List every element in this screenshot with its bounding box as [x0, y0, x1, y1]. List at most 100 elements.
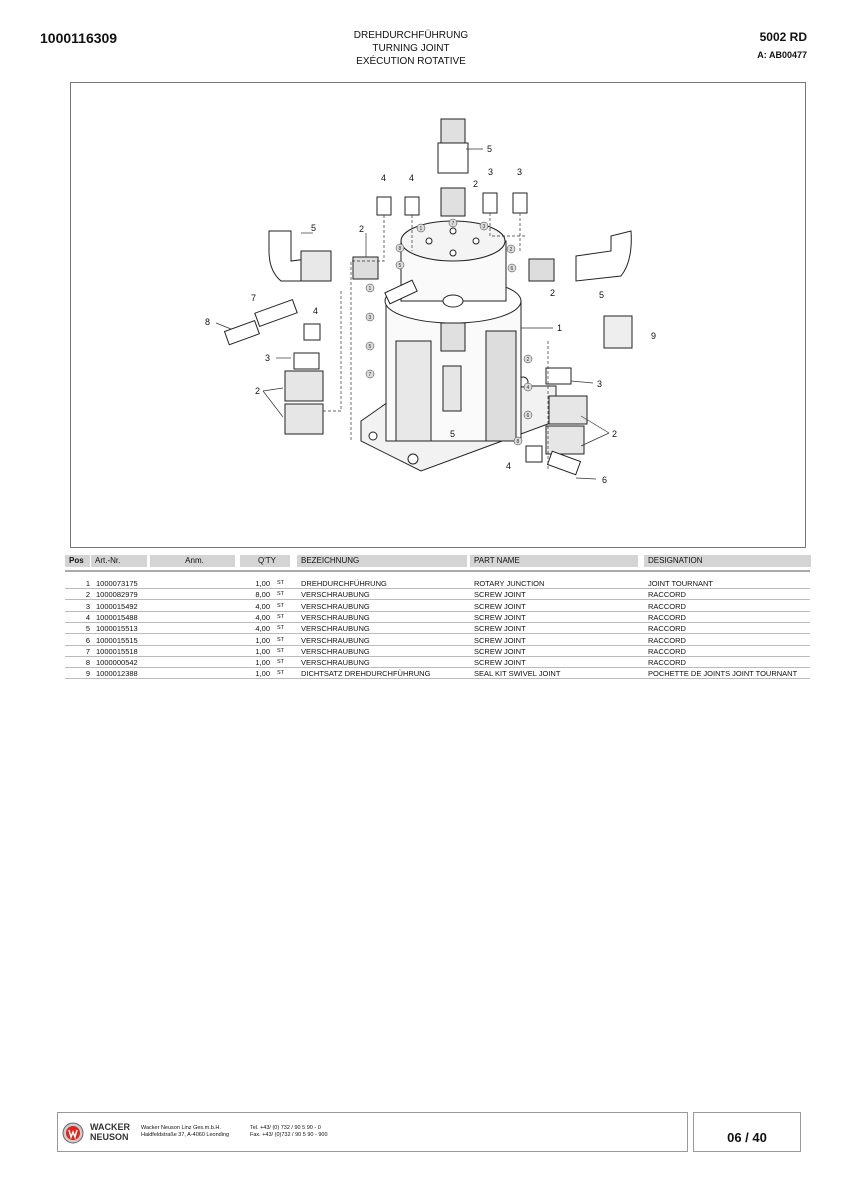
cell-des: JOINT TOURNANT: [648, 579, 714, 588]
title-de: DREHDURCHFÜHRUNG: [353, 30, 469, 41]
cell-des: POCHETTE DE JOINTS JOINT TOURNANT: [648, 669, 798, 679]
cell-qty: 1,00: [255, 579, 270, 588]
cell-pos: 4: [85, 612, 90, 622]
callout: 3: [265, 353, 270, 363]
cell-part: SCREW JOINT: [474, 646, 526, 656]
cell-des: RACCORD: [648, 624, 686, 634]
wacker-neuson-logo-icon: [62, 1122, 84, 1144]
callout: 4: [381, 173, 386, 183]
callout: 3: [597, 379, 602, 389]
col-header-bez: BEZEICHNUNG: [297, 555, 467, 567]
page-number: 06 / 40: [693, 1112, 801, 1152]
small-label: 6: [527, 413, 530, 419]
cell-art: 1000000542: [96, 658, 138, 668]
callout: 3: [517, 167, 522, 177]
cell-bez: VERSCHRAUBUNG: [301, 624, 370, 634]
small-label: 2: [510, 247, 513, 253]
callout: 5: [599, 290, 604, 300]
callout: 3: [488, 167, 493, 177]
cell-des: RACCORD: [648, 658, 686, 668]
callout: 5: [487, 144, 492, 154]
col-header-anm: Anm.: [150, 555, 235, 567]
col-header-des: DESIGNATION: [644, 555, 811, 567]
cell-part: SEAL KIT SWIVEL JOINT: [474, 669, 561, 679]
cell-qty: 1,00: [255, 646, 270, 656]
small-label: 7: [452, 221, 455, 227]
cell-bez: VERSCHRAUBUNG: [301, 658, 370, 668]
cell-qty: 8,00: [255, 590, 270, 600]
cell-bez: VERSCHRAUBUNG: [301, 612, 370, 622]
table-row: 8 1000000542 1,00 ST VERSCHRAUBUNG SCREW JOIN…: [65, 657, 810, 669]
small-label: 2: [527, 357, 530, 363]
cell-unit: ST: [277, 602, 285, 609]
cell-qty: 1,00: [255, 658, 270, 668]
cell-qty: 4,00: [255, 624, 270, 634]
model-number: 5002 RD: [759, 30, 807, 44]
assembly-number: A: AB00477: [757, 50, 807, 60]
cell-pos: 5: [85, 624, 90, 634]
callout: 4: [313, 306, 318, 316]
callout: 2: [550, 288, 555, 298]
small-label: 3: [369, 315, 372, 321]
callout: 2: [612, 429, 617, 439]
callout: 2: [359, 224, 364, 234]
title-en: TURNING JOINT: [372, 43, 450, 54]
small-label: 4: [527, 385, 530, 391]
cell-unit: ST: [277, 647, 285, 654]
cell-art: 1000012388: [96, 669, 138, 679]
cell-part: SCREW JOINT: [474, 612, 526, 622]
cell-part: SCREW JOINT: [474, 635, 526, 645]
company-address: Wacker Neuson Linz Ges.m.b.H.Haidfeldstr…: [141, 1125, 230, 1138]
small-label: 8: [517, 439, 520, 445]
cell-unit: ST: [277, 613, 285, 620]
cell-bez: DREHDURCHFÜHRUNG: [301, 579, 387, 588]
col-header-part: PART NAME: [470, 555, 638, 567]
small-label: 1: [369, 286, 372, 292]
cell-des: RACCORD: [648, 635, 686, 645]
col-header-pos: Pos: [65, 555, 90, 567]
cell-bez: VERSCHRAUBUNG: [301, 646, 370, 656]
cell-bez: VERSCHRAUBUNG: [301, 590, 370, 600]
cell-des: RACCORD: [648, 601, 686, 611]
cell-unit: ST: [277, 670, 285, 677]
small-label: 1: [420, 226, 423, 232]
cell-art: 1000015515: [96, 635, 138, 645]
cell-part: SCREW JOINT: [474, 590, 526, 600]
cell-pos: 1: [85, 579, 90, 588]
header-divider: [65, 570, 810, 572]
cell-unit: ST: [277, 591, 285, 598]
cell-qty: 1,00: [255, 669, 270, 679]
title-fr: EXÉCUTION ROTATIVE: [356, 56, 466, 67]
col-header-art: Art.-Nr.: [91, 555, 147, 567]
callout: 1: [557, 323, 562, 333]
cell-unit: ST: [277, 659, 285, 666]
callout: 7: [251, 293, 256, 303]
callout: 6: [602, 475, 607, 485]
callout: 5: [450, 429, 455, 439]
cell-unit: ST: [277, 580, 285, 586]
cell-art: 1000073175: [96, 579, 138, 588]
cell-pos: 8: [85, 658, 90, 668]
small-label: 6: [511, 266, 514, 272]
cell-des: RACCORD: [648, 590, 686, 600]
cell-bez: VERSCHRAUBUNG: [301, 635, 370, 645]
callout: 9: [651, 331, 656, 341]
cell-pos: 3: [85, 601, 90, 611]
callout: 4: [506, 461, 511, 471]
cell-art: 1000015488: [96, 612, 138, 622]
cell-part: SCREW JOINT: [474, 658, 526, 668]
callout: 2: [255, 386, 260, 396]
cell-art: 1000015518: [96, 646, 138, 656]
cell-unit: ST: [277, 636, 285, 643]
cell-bez: DICHTSATZ DREHDURCHFÜHRUNG: [301, 669, 431, 679]
callout: 4: [409, 173, 414, 183]
cell-part: SCREW JOINT: [474, 601, 526, 611]
